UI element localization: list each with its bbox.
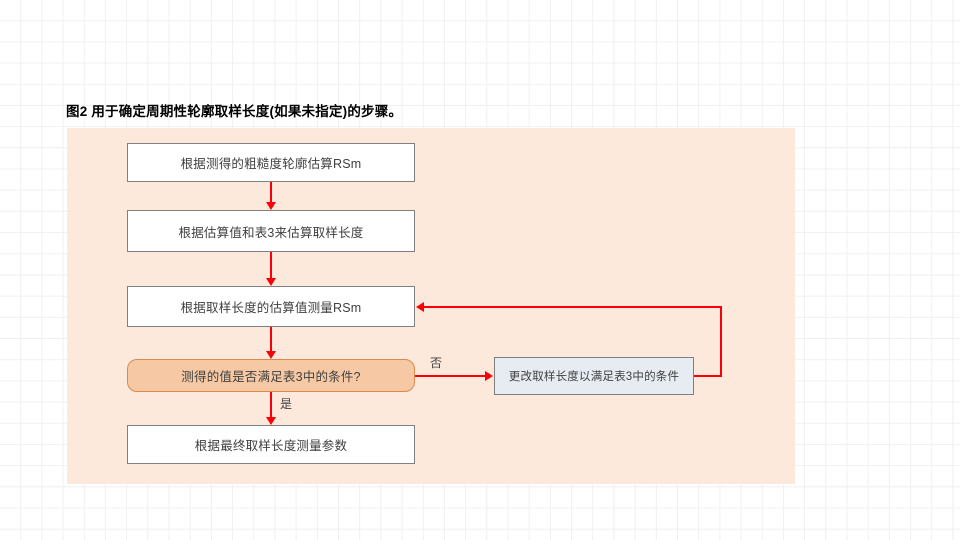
flow-node-estimate-length[interactable]: 根据估算值和表3来估算取样长度 — [127, 210, 415, 252]
flow-node-estimate-rsm[interactable]: 根据测得的粗糙度轮廓估算RSm — [127, 143, 415, 182]
connector-estimate-rsm-to-estimate-length — [270, 182, 272, 203]
flow-node-change-length[interactable]: 更改取样长度以满足表3中的条件 — [494, 357, 694, 395]
flowchart-panel: 根据测得的粗糙度轮廓估算RSm 根据估算值和表3来估算取样长度 根据取样长度的估… — [67, 128, 795, 484]
connector-estimate-length-to-measure-rsm — [270, 252, 272, 279]
arrowhead-left-to-measure-rsm — [416, 302, 424, 312]
arrowhead-right-to-change-length — [485, 371, 493, 381]
connector-loop-segment-right — [694, 375, 722, 377]
connector-loop-segment-left — [424, 306, 722, 308]
flow-node-measure-parameters[interactable]: 根据最终取样长度测量参数 — [127, 425, 415, 464]
flow-node-estimate-rsm-label: 根据测得的粗糙度轮廓估算RSm — [180, 157, 362, 171]
arrowhead-down-to-measure-parameters — [266, 417, 276, 425]
arrowhead-down-to-measure-rsm — [266, 278, 276, 286]
figure-caption: 图2 用于确定周期性轮廓取样长度(如果未指定)的步骤。 — [66, 104, 403, 119]
flow-node-measure-parameters-label: 根据最终取样长度测量参数 — [194, 439, 348, 453]
branch-label-no: 否 — [430, 356, 443, 370]
flow-node-change-length-label: 更改取样长度以满足表3中的条件 — [508, 371, 680, 383]
flow-node-measure-rsm-label: 根据取样长度的估算值测量RSm — [180, 301, 362, 315]
connector-loop-segment-up — [720, 306, 722, 377]
branch-label-yes: 是 — [280, 397, 293, 411]
flow-node-measure-rsm[interactable]: 根据取样长度的估算值测量RSm — [127, 286, 415, 327]
arrowhead-down-to-estimate-length — [266, 202, 276, 210]
connector-measure-rsm-to-check-condition — [270, 327, 272, 352]
flow-node-check-condition[interactable]: 测得的值是否满足表3中的条件? — [127, 359, 415, 392]
flow-node-estimate-length-label: 根据估算值和表3来估算取样长度 — [178, 225, 364, 240]
connector-check-condition-to-change-length — [415, 375, 486, 377]
flow-node-check-condition-label: 测得的值是否满足表3中的条件? — [181, 370, 361, 384]
connector-check-condition-to-measure-parameters — [270, 392, 272, 418]
arrowhead-down-to-check-condition — [266, 351, 276, 359]
